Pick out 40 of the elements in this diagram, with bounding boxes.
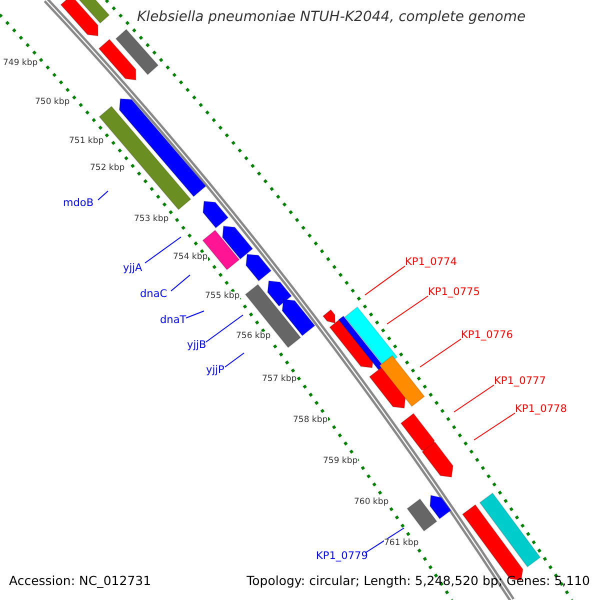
leader-line — [186, 310, 204, 318]
title: Klebsiella pneumoniae NTUH-K2044, complete genome — [137, 10, 526, 24]
leader-line — [386, 296, 428, 324]
gene-label: KP1_0776 — [461, 330, 513, 340]
leader-line — [474, 412, 516, 440]
gene-label: KP1_0775 — [428, 286, 480, 298]
gene-label: mdoB — [63, 198, 94, 208]
gene-label: KP1_0778 — [515, 404, 567, 414]
coordinate-label: 761 kbp — [384, 538, 419, 548]
gene-label: dnaC — [140, 288, 168, 300]
leader-line — [420, 338, 462, 368]
coordinate-label: 760 kbp — [354, 498, 389, 506]
gene-label: yjjB — [187, 340, 206, 350]
coordinate-label: 758 kbp — [293, 416, 328, 424]
coordinate-label: 759 kbp — [323, 456, 358, 466]
coordinate-label: 757 kbp — [262, 374, 297, 384]
coordinate-label: 749 kbp — [3, 58, 38, 68]
leader-line — [170, 274, 190, 292]
leader-line — [364, 528, 404, 554]
coordinate-label: 753 kbp — [134, 214, 169, 224]
accession-label: Accession: NC_012731 — [9, 575, 152, 588]
coordinate-label: 751 kbp — [69, 136, 104, 146]
leader-line — [98, 190, 108, 200]
coordinate-label: 756 kbp — [236, 332, 271, 340]
leader-line — [144, 236, 182, 264]
leader-line — [224, 352, 244, 368]
genome-summary: Topology: circular; Length: 5,248,520 bp; Genes: 5,110 — [246, 575, 590, 588]
gene-label: KP1_0779 — [316, 550, 368, 562]
coordinate-label: 754 kbp — [173, 252, 208, 262]
leader-line — [206, 314, 244, 342]
gene-label: yjjP — [206, 364, 224, 376]
gene-label: dnaT — [160, 314, 186, 326]
gene-label: KP1_0774 — [405, 256, 457, 268]
leader-line — [364, 266, 406, 296]
leader-line — [454, 384, 494, 412]
gene-label: KP1_0777 — [494, 376, 546, 386]
gene-label: yjjA — [123, 262, 142, 274]
coordinate-label: 755 kbp — [205, 292, 240, 300]
coordinate-label: 752 kbp — [90, 164, 125, 172]
coordinate-label: 750 kbp — [35, 98, 70, 106]
